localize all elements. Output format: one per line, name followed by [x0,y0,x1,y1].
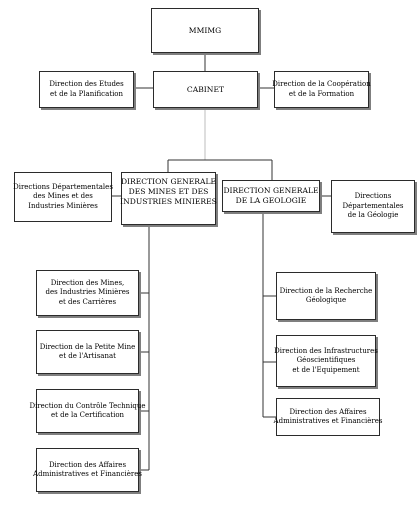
mines-admin-line-1: Direction des Affaires [48,460,127,469]
geology-departmental-directions-box: Directions Départementales de la Géologi… [331,180,415,233]
geology-admin-finance-direction-box: Direction des Affaires Administratives e… [273,398,383,436]
technical-control-direction-box: Direction du Contrôle Technique et de la… [29,389,146,433]
geology-departmental-line-2: Départementales [342,201,404,210]
geo-infrastructure-line-2: Géoscientifiques [296,356,356,365]
geology-departmental-line-1: Directions [354,192,392,201]
mines-general-line-1: DIRECTION GENERALE [120,177,217,186]
geology-general-directorate-box: DIRECTION GENERALE DE LA GEOLOGIE [222,180,320,212]
mines-general-line-3: INDUSTRIES MINIERES [120,196,217,206]
mines-quarries-line-1: Direction des Mines, [50,278,125,287]
geology-general-line-2: DE LA GEOLOGIE [235,196,307,205]
cooperation-line-2: et de la Formation [288,89,355,98]
small-mine-direction-box: Direction de la Petite Mine et de l'Arti… [36,330,139,374]
small-mine-line-1: Direction de la Petite Mine [39,342,136,351]
geo-infrastructure-line-3: et de l'Equipement [292,365,360,374]
geology-general-line-1: DIRECTION GENERALE [223,186,319,196]
mines-quarries-line-2: des Industries Minières [45,288,130,297]
mines-admin-finance-direction-box: Direction des Affaires Administratives e… [33,448,142,492]
geo-admin-line-1: Direction des Affaires [289,407,367,416]
mines-admin-line-2: Administratives et Financières [33,470,142,478]
mines-general-directorate-box: DIRECTION GENERALE DES MINES ET DES INDU… [120,172,217,225]
mines-departmental-line-2: des Mines et des [33,192,93,201]
cabinet-box: CABINET [153,71,258,108]
studies-line-1: Direction des Etudes [49,80,124,89]
cooperation-training-box: Direction de la Coopération et de la For… [272,71,371,108]
mines-general-line-2: DES MINES ET DES [128,186,209,196]
geological-research-direction-box: Direction de la Recherche Géologique [276,272,376,320]
geology-departmental-line-3: de la Géologie [347,211,399,220]
mines-departmental-line-1: Directions Départementales [13,182,113,191]
geo-admin-line-2: Administratives et Financières [273,417,383,425]
mines-quarries-line-3: et des Carrières [58,297,117,306]
studies-line-2: et de la Planification [49,89,124,98]
geo-research-line-2: Géologique [305,296,347,304]
geoscience-infrastructure-direction-box: Direction des Infrastructures Géoscienti… [274,335,378,387]
mines-departmental-directions-box: Directions Départementales des Mines et … [13,172,113,222]
technical-control-line-1: Direction du Contrôle Technique [29,401,146,410]
ministry-line-1: MMIMG [188,25,222,35]
ministry-box: MMIMG [151,8,259,53]
technical-control-line-2: et de la Certification [50,411,125,419]
cooperation-line-1: Direction de la Coopération [272,80,371,89]
geo-research-line-1: Direction de la Recherche [279,286,373,295]
mines-quarries-direction-box: Direction des Mines, des Industries Mini… [36,270,139,316]
geo-infrastructure-line-1: Direction des Infrastructures [274,346,378,355]
small-mine-line-2: et de l'Artisanat [59,352,116,360]
cabinet-line-1: CABINET [186,84,225,94]
mines-departmental-line-3: Industries Minières [28,201,98,210]
studies-planning-box: Direction des Etudes et de la Planificat… [39,71,134,108]
